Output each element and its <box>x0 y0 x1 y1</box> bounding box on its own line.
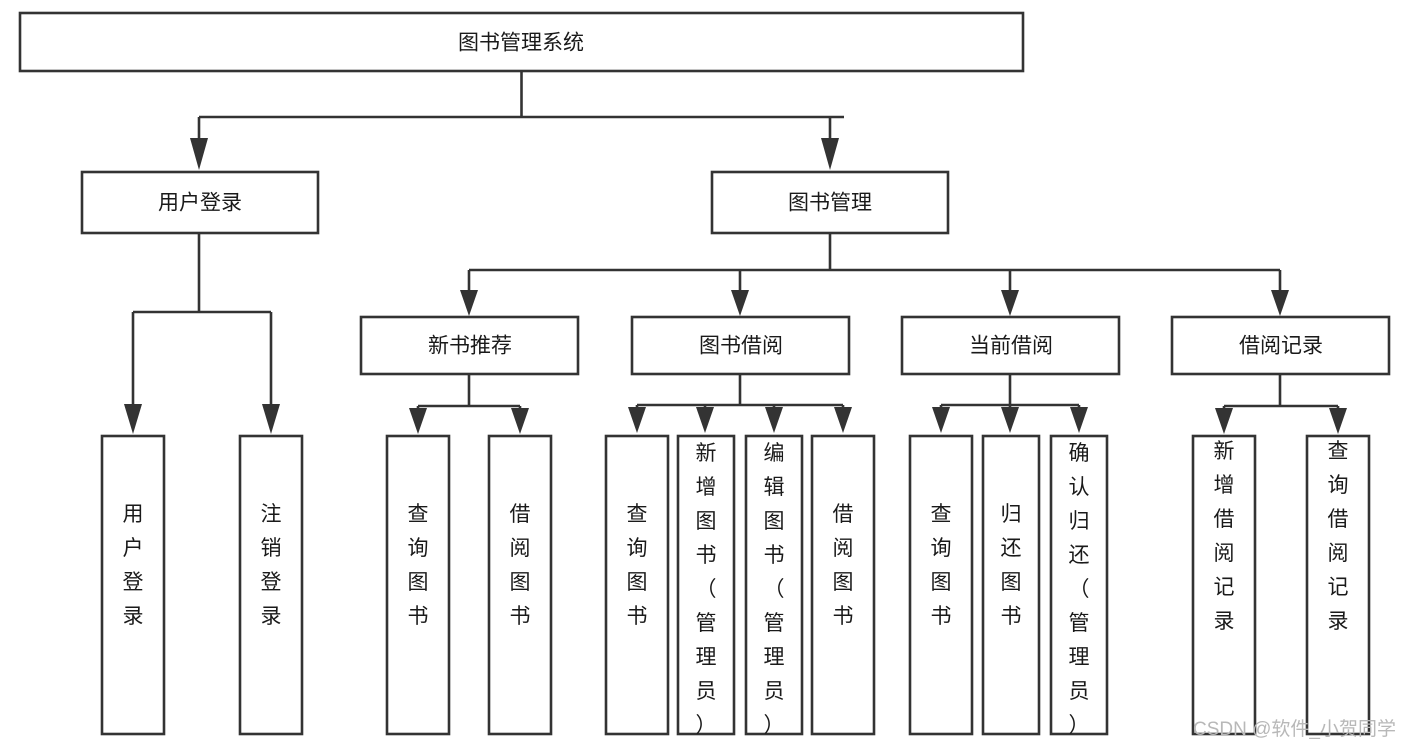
node-leaf-borrow-book-2[interactable]: 借阅图书 <box>810 434 876 736</box>
node-book-borrow-box[interactable] <box>630 315 851 376</box>
arrowhead-leaf-borrow-book-1 <box>511 408 529 434</box>
node-leaf-borrow-book-1-box[interactable] <box>487 434 553 736</box>
node-leaf-logout-box[interactable] <box>238 434 304 736</box>
node-leaf-add-book-label: 新增图书（管理员） <box>696 442 717 737</box>
node-leaf-borrow-book-1[interactable]: 借阅图书 <box>487 434 553 736</box>
arrowhead-leaf-return-book <box>1001 407 1019 433</box>
connector-layer <box>124 71 1347 434</box>
node-leaf-confirm-return-box[interactable] <box>1049 434 1109 736</box>
node-borrow-record[interactable]: 借阅记录 <box>1170 315 1391 376</box>
node-leaf-query-record[interactable]: 查询借阅记录 <box>1305 434 1371 736</box>
node-user-login-label: 用户登录 <box>158 192 242 215</box>
node-book-manage-label: 图书管理 <box>788 192 872 215</box>
node-leaf-add-record-box[interactable] <box>1191 434 1257 736</box>
arrowhead-book-borrow <box>731 290 749 316</box>
node-leaf-edit-book-label: 编辑图书（管理员） <box>764 442 785 737</box>
node-leaf-return-book[interactable]: 归还图书 <box>981 434 1041 736</box>
arrowhead-leaf-confirm-return <box>1070 407 1088 433</box>
node-leaf-query-book-2-label: 查询图书 <box>627 503 648 628</box>
node-leaf-query-book-3-box[interactable] <box>908 434 974 736</box>
arrowhead-leaf-query-book-3 <box>932 407 950 433</box>
node-book-manage[interactable]: 图书管理 <box>710 170 950 235</box>
node-new-book-rec[interactable]: 新书推荐 <box>359 315 580 376</box>
node-leaf-query-book-3[interactable]: 查询图书 <box>908 434 974 736</box>
node-leaf-query-record-label: 查询借阅记录 <box>1328 440 1349 633</box>
node-leaf-query-book-3-label: 查询图书 <box>931 503 952 628</box>
arrowhead-leaf-user-login <box>124 404 142 434</box>
node-leaf-query-book-2[interactable]: 查询图书 <box>604 434 670 736</box>
node-root-label: 图书管理系统 <box>458 32 584 55</box>
node-leaf-query-book-1-box[interactable] <box>385 434 451 736</box>
arrowhead-leaf-add-record <box>1215 408 1233 434</box>
node-leaf-add-book-box[interactable] <box>676 434 736 736</box>
arrowhead-userlogin <box>190 138 208 170</box>
arrowhead-leaf-borrow-book-2 <box>834 407 852 433</box>
node-root[interactable]: 图书管理系统 <box>18 11 1025 73</box>
node-current-borrow-box[interactable] <box>900 315 1121 376</box>
node-leaf-confirm-return[interactable]: 确认归还（管理员） <box>1049 434 1109 737</box>
node-current-borrow[interactable]: 当前借阅 <box>900 315 1121 376</box>
node-leaf-add-book[interactable]: 新增图书（管理员） <box>676 434 736 737</box>
node-borrow-record-box[interactable] <box>1170 315 1391 376</box>
node-user-login-box[interactable] <box>80 170 320 235</box>
node-leaf-query-record-box[interactable] <box>1305 434 1371 736</box>
node-leaf-query-book-1[interactable]: 查询图书 <box>385 434 451 736</box>
node-book-borrow-label: 图书借阅 <box>699 335 783 358</box>
node-leaf-add-record-label: 新增借阅记录 <box>1214 440 1235 633</box>
node-leaf-query-book-1-label: 查询图书 <box>408 503 429 628</box>
node-leaf-logout-label: 注销登录 <box>261 503 282 628</box>
node-leaf-edit-book-box[interactable] <box>744 434 804 736</box>
node-leaf-edit-book[interactable]: 编辑图书（管理员） <box>744 434 804 737</box>
node-leaf-return-book-box[interactable] <box>981 434 1041 736</box>
node-leaf-confirm-return-label: 确认归还（管理员） <box>1069 442 1090 737</box>
node-leaf-add-record[interactable]: 新增借阅记录 <box>1191 434 1257 736</box>
arrowhead-current-borrow <box>1001 290 1019 316</box>
arrowhead-borrow-record <box>1271 290 1289 316</box>
node-leaf-user-login-label: 用户登录 <box>123 503 144 628</box>
node-book-manage-box[interactable] <box>710 170 950 235</box>
node-leaf-query-book-2-box[interactable] <box>604 434 670 736</box>
arrowhead-leaf-query-book-1 <box>409 408 427 434</box>
node-current-borrow-label: 当前借阅 <box>969 335 1053 358</box>
arrowhead-leaf-query-book-2 <box>628 407 646 433</box>
csdn-watermark: CSDN @软件_小贺同学 <box>1193 718 1396 740</box>
node-leaf-user-login[interactable]: 用户登录 <box>100 434 166 736</box>
node-leaf-logout[interactable]: 注销登录 <box>238 434 304 736</box>
node-leaf-borrow-book-2-label: 借阅图书 <box>833 503 854 628</box>
node-leaf-user-login-box[interactable] <box>100 434 166 736</box>
arrowhead-leaf-edit-book <box>765 407 783 433</box>
arrowhead-bookmanage <box>821 138 839 170</box>
node-root-box[interactable] <box>18 11 1025 73</box>
node-user-login[interactable]: 用户登录 <box>80 170 320 235</box>
arrowhead-leaf-logout <box>262 404 280 434</box>
node-new-book-rec-box[interactable] <box>359 315 580 376</box>
node-borrow-record-label: 借阅记录 <box>1239 335 1323 358</box>
node-new-book-rec-label: 新书推荐 <box>428 335 512 358</box>
arrowhead-new-book-rec <box>460 290 478 316</box>
arrowhead-leaf-add-book <box>696 407 714 433</box>
node-leaf-return-book-label: 归还图书 <box>1001 503 1022 628</box>
node-book-borrow[interactable]: 图书借阅 <box>630 315 851 376</box>
node-leaf-borrow-book-1-label: 借阅图书 <box>510 503 531 628</box>
arrowhead-leaf-query-record <box>1329 408 1347 434</box>
node-leaf-borrow-book-2-box[interactable] <box>810 434 876 736</box>
